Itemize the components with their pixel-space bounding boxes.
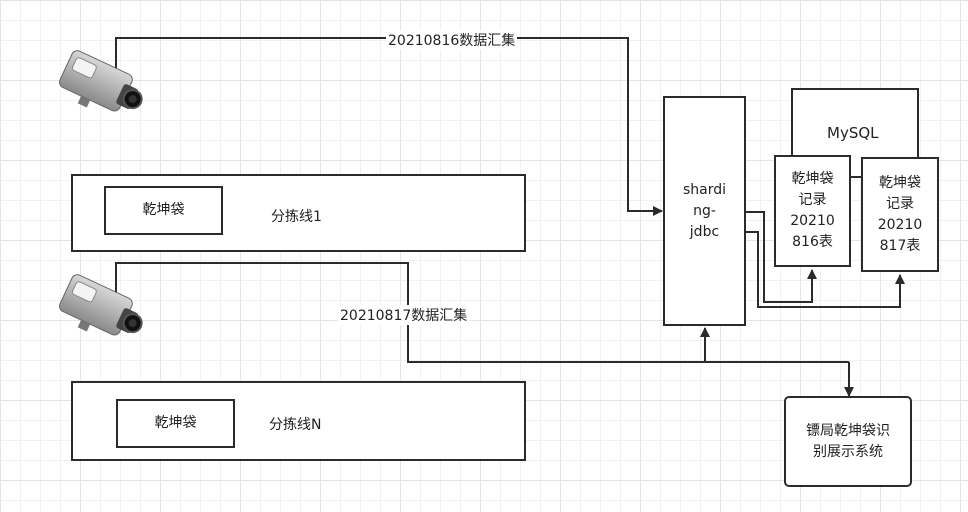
table-0817: 乾坤袋 记录 20210 817表 bbox=[861, 157, 939, 272]
table-0816: 乾坤袋 记录 20210 816表 bbox=[774, 155, 851, 267]
edge-sharding-to-table-0816 bbox=[744, 211, 817, 303]
display-system-label: 镖局乾坤袋识 别展示系统 bbox=[806, 422, 890, 460]
edge-0816-to-sharding bbox=[115, 37, 663, 216]
sorting-line-name: 分拣线1 bbox=[271, 209, 322, 225]
camera-icon bbox=[59, 50, 143, 112]
sorting-line-1: 乾坤袋 分拣线1 bbox=[71, 174, 526, 252]
mysql-title: MySQL bbox=[827, 124, 879, 142]
display-system-box: 镖局乾坤袋识 别展示系统 bbox=[784, 396, 912, 487]
table-0817-label: 乾坤袋 记录 20210 817表 bbox=[877, 174, 923, 254]
edge-0817-path bbox=[115, 262, 849, 363]
table-0816-label: 乾坤袋 记录 20210 816表 bbox=[790, 171, 835, 250]
bag-box: 乾坤袋 bbox=[116, 399, 235, 448]
bag-label: 乾坤袋 bbox=[154, 415, 197, 431]
sharding-jdbc-box: shardi ng- jdbc bbox=[663, 96, 746, 326]
edge-label-0817: 20210817数据汇集 bbox=[338, 305, 470, 325]
sharding-jdbc-label: shardi ng- jdbc bbox=[682, 181, 727, 240]
edge-sharding-to-table-0817 bbox=[744, 231, 905, 308]
camera-icon bbox=[59, 274, 143, 336]
sorting-line-n: 乾坤袋 分拣线N bbox=[71, 381, 526, 461]
bag-label: 乾坤袋 bbox=[142, 202, 185, 218]
bag-box: 乾坤袋 bbox=[104, 186, 223, 235]
edge-label-0816: 20210816数据汇集 bbox=[386, 30, 518, 50]
sorting-line-name: 分拣线N bbox=[269, 417, 322, 433]
